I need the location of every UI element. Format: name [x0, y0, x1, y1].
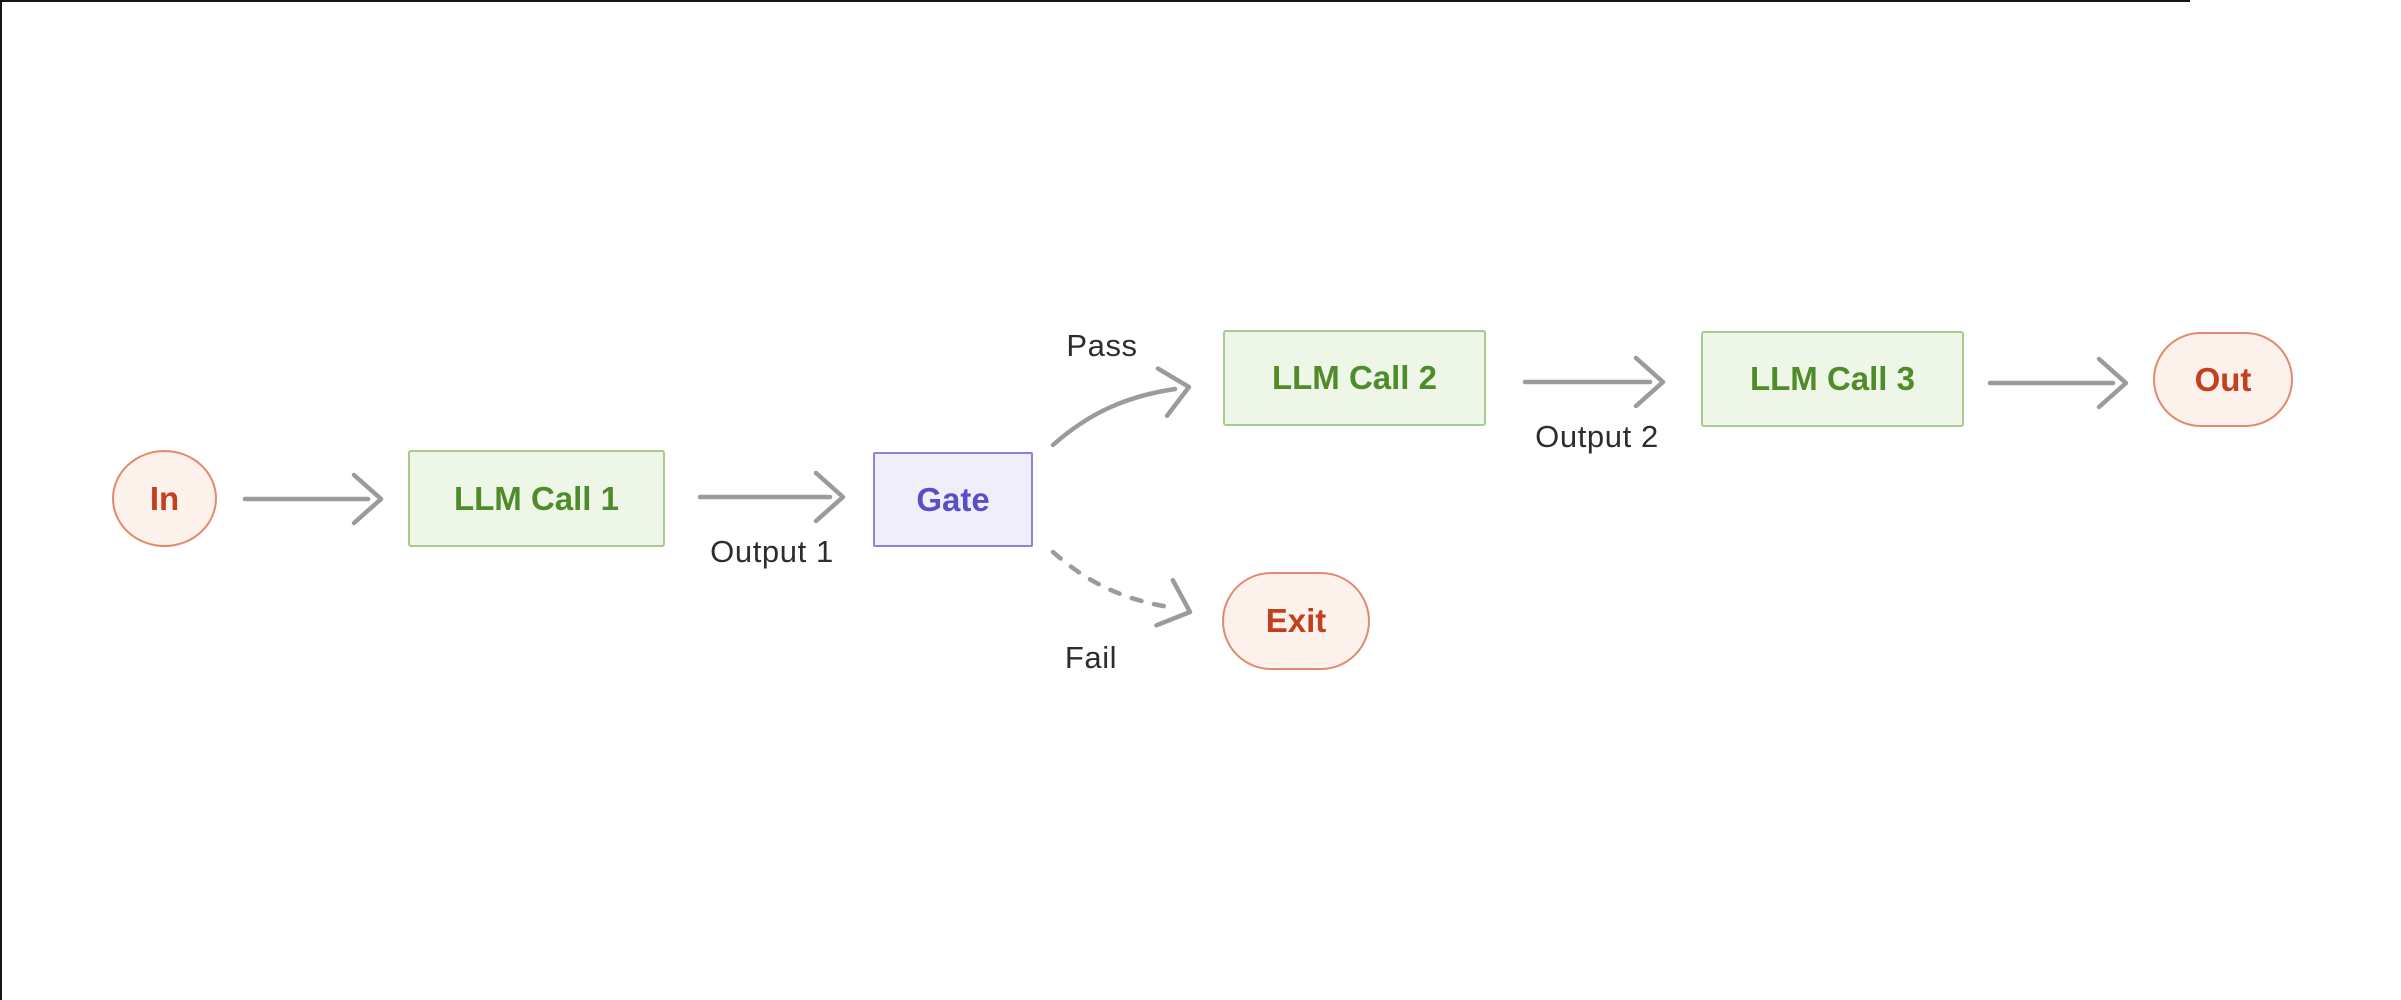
node-gate: Gate	[873, 452, 1033, 547]
frame-left-edge	[0, 0, 2, 1000]
edge-llm2-llm3-arrowhead-icon	[1633, 355, 1666, 409]
node-llm-call-1: LLM Call 1	[408, 450, 665, 547]
node-exit: Exit	[1222, 572, 1370, 670]
edge-gate-exit-arrowhead-icon	[1154, 577, 1193, 628]
frame-top-edge	[0, 0, 2190, 2]
edge-gate-llm2-arrowhead-icon	[1155, 366, 1192, 418]
node-llm-call-2: LLM Call 2	[1223, 330, 1486, 426]
node-llm-call-3: LLM Call 3	[1701, 331, 1964, 427]
node-in: In	[112, 450, 217, 547]
edge-label-output-2: Output 2	[1535, 419, 1659, 454]
edge-label-output-1: Output 1	[710, 534, 834, 569]
edge-in-llm1-arrowhead-icon	[351, 472, 384, 526]
node-out: Out	[2153, 332, 2293, 427]
edge-gate-exit-curve	[1050, 549, 1178, 611]
edge-label-pass: Pass	[1066, 328, 1138, 363]
edge-gate-llm2-curve	[1050, 386, 1178, 448]
edge-label-fail: Fail	[1064, 640, 1118, 675]
edge-llm3-out-arrowhead-icon	[2096, 356, 2129, 410]
edge-llm1-gate-arrowhead-icon	[813, 470, 846, 524]
